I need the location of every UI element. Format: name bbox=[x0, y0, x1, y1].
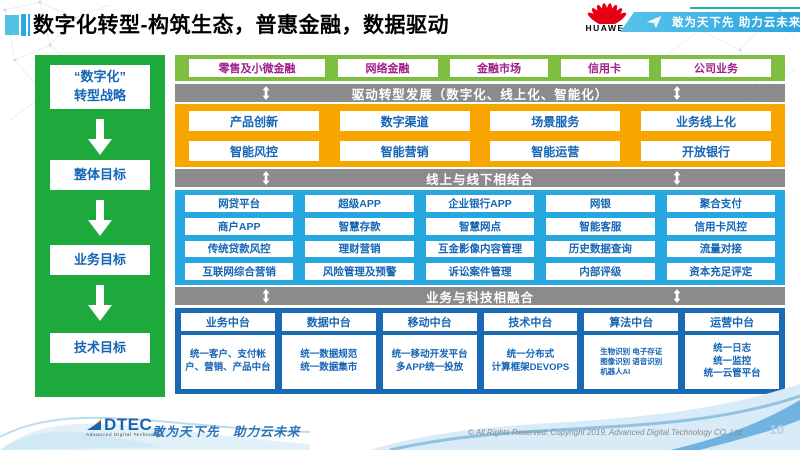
wave-decoration-right bbox=[370, 384, 800, 450]
application-chip: 超级APP bbox=[305, 195, 414, 212]
goal-box-technology: 技术目标 bbox=[50, 333, 150, 363]
dtec-logo: DTEC Advanced Digital Technology bbox=[86, 415, 164, 438]
transformation-chip: 智能运营 bbox=[490, 141, 621, 161]
updown-arrow-icon bbox=[262, 86, 270, 100]
application-chip: 企业银行APP bbox=[425, 195, 535, 212]
platform-column-business: 业务中台 统一客户、支付帐户、营销、产品中台 bbox=[181, 313, 275, 389]
updown-arrow-icon bbox=[673, 86, 681, 100]
updown-arrow-icon bbox=[673, 171, 681, 185]
divider-biz-tech: 业务与科技相融合 bbox=[175, 287, 785, 305]
platform-header: 算法中台 bbox=[584, 313, 679, 331]
wave-decoration-left bbox=[0, 416, 310, 450]
title-icon bbox=[5, 14, 31, 36]
transformation-chip: 智能风控 bbox=[189, 141, 319, 161]
down-arrow-icon bbox=[88, 200, 112, 236]
transformation-chip: 产品创新 bbox=[189, 111, 319, 131]
header-banner: 敢为天下先 助力云未来 bbox=[620, 12, 800, 32]
application-chip: 智慧存款 bbox=[305, 217, 414, 235]
application-chip: 信用卡风控 bbox=[666, 217, 775, 235]
platform-band: 业务中台 统一客户、支付帐户、营销、产品中台 数据中台 统一数据规范 统一数据集… bbox=[175, 308, 785, 394]
divider-online-offline: 线上与线下相结合 bbox=[175, 169, 785, 187]
platform-content: 统一客户、支付帐户、营销、产品中台 bbox=[181, 335, 275, 389]
transformation-chip: 开放银行 bbox=[640, 141, 771, 161]
footer-tagline: 敢为天下先 助力云未来 bbox=[152, 425, 301, 439]
transformation-chip: 业务线上化 bbox=[640, 111, 771, 131]
transformation-chip: 智能营销 bbox=[339, 141, 470, 161]
platform-content: 统一移动开发平台 多APP统一投放 bbox=[382, 335, 477, 389]
updown-arrow-icon bbox=[262, 289, 270, 303]
goal-box-business: 业务目标 bbox=[50, 245, 150, 275]
platform-header: 移动中台 bbox=[382, 313, 477, 331]
application-chip: 智能客服 bbox=[546, 217, 655, 235]
business-chip: 零售及小微金融 bbox=[189, 59, 325, 77]
transformation-chip: 场景服务 bbox=[490, 111, 621, 131]
platform-column-mobile: 移动中台 统一移动开发平台 多APP统一投放 bbox=[382, 313, 477, 389]
huawei-logo: HUAWEI bbox=[574, 2, 640, 33]
transformation-chip: 数字渠道 bbox=[339, 111, 470, 131]
application-chip: 内部评级 bbox=[546, 263, 655, 280]
updown-arrow-icon bbox=[262, 171, 270, 185]
teal-line-decoration bbox=[690, 7, 800, 9]
application-chip: 网贷平台 bbox=[185, 195, 294, 212]
application-chip: 历史数据查询 bbox=[546, 240, 655, 258]
copyright: © All Rights Reserved. Copyright 2019, A… bbox=[468, 428, 742, 437]
platform-header: 技术中台 bbox=[483, 313, 578, 331]
business-chip: 金融市场 bbox=[450, 59, 548, 77]
page-number: 10 bbox=[769, 422, 784, 437]
business-band: 零售及小微金融 网络金融 金融市场 信用卡 公司业务 bbox=[175, 55, 785, 81]
huawei-wordmark: HUAWEI bbox=[585, 23, 629, 33]
business-chip: 信用卡 bbox=[560, 59, 649, 77]
banner-tagline: 敢为天下先 助力云未来 bbox=[672, 17, 800, 29]
divider-label: 驱动转型发展（数字化、线上化、智能化） bbox=[351, 87, 609, 102]
application-chip: 传统贷款风控 bbox=[185, 240, 294, 258]
application-chip: 聚合支付 bbox=[666, 195, 775, 212]
platform-content: 统一日志 统一监控 统一云管平台 bbox=[685, 335, 779, 389]
platform-column-data: 数据中台 统一数据规范 统一数据集市 bbox=[281, 313, 376, 389]
application-chip: 互金影像内容管理 bbox=[425, 240, 535, 258]
application-chip: 商户APP bbox=[185, 217, 294, 235]
application-chip: 流量对接 bbox=[666, 240, 775, 258]
business-chip: 网络金融 bbox=[337, 59, 438, 77]
platform-header: 运营中台 bbox=[685, 313, 779, 331]
application-chip: 网银 bbox=[546, 195, 655, 212]
platform-column-tech: 技术中台 统一分布式 计算框架DEVOPS bbox=[483, 313, 578, 389]
platform-content: 统一分布式 计算框架DEVOPS bbox=[483, 335, 578, 389]
transformation-band: 产品创新 数字渠道 场景服务 业务线上化 智能风控 智能营销 智能运营 开放银行 bbox=[175, 104, 785, 167]
divider-label: 线上与线下相结合 bbox=[425, 172, 534, 187]
divider-drive: 驱动转型发展（数字化、线上化、智能化） bbox=[175, 84, 785, 102]
dtec-subtitle: Advanced Digital Technology bbox=[86, 433, 164, 438]
goal-box-overall: 整体目标 bbox=[50, 160, 150, 190]
paper-plane-icon bbox=[646, 16, 662, 28]
application-chip: 资本充足评定 bbox=[666, 263, 775, 280]
platform-header: 数据中台 bbox=[281, 313, 376, 331]
application-band: 网贷平台 超级APP 企业银行APP 网银 聚合支付 商户APP 智慧存款 智慧… bbox=[175, 190, 785, 285]
updown-arrow-icon bbox=[673, 289, 681, 303]
dtec-arrow-icon bbox=[87, 419, 101, 430]
down-arrow-icon bbox=[88, 285, 112, 321]
down-arrow-icon bbox=[88, 119, 112, 155]
business-chip: 公司业务 bbox=[661, 59, 771, 77]
strategy-box: “数字化” 转型战略 bbox=[50, 65, 150, 109]
application-chip: 理财营销 bbox=[305, 240, 414, 258]
divider-label: 业务与科技相融合 bbox=[425, 290, 534, 305]
platform-column-algorithm: 算法中台 生物识别 电子存证 图像识别 语音识别 机器人AI bbox=[584, 313, 679, 389]
page-title: 数字化转型-构筑生态，普惠金融，数据驱动 bbox=[33, 14, 449, 37]
platform-content: 生物识别 电子存证 图像识别 语音识别 机器人AI bbox=[584, 335, 679, 389]
platform-content: 统一数据规范 统一数据集市 bbox=[281, 335, 376, 389]
dtec-wordmark: DTEC bbox=[104, 415, 153, 434]
strategy-panel: “数字化” 转型战略 整体目标 业务目标 技术目标 bbox=[35, 55, 165, 397]
application-chip: 互联网综合营销 bbox=[185, 263, 294, 280]
huawei-flower-icon bbox=[587, 3, 627, 24]
platform-column-operation: 运营中台 统一日志 统一监控 统一云管平台 bbox=[685, 313, 779, 389]
application-chip: 风险管理及预警 bbox=[305, 263, 414, 280]
application-chip: 智慧网点 bbox=[425, 217, 535, 235]
application-chip: 诉讼案件管理 bbox=[425, 263, 535, 280]
platform-header: 业务中台 bbox=[181, 313, 275, 331]
